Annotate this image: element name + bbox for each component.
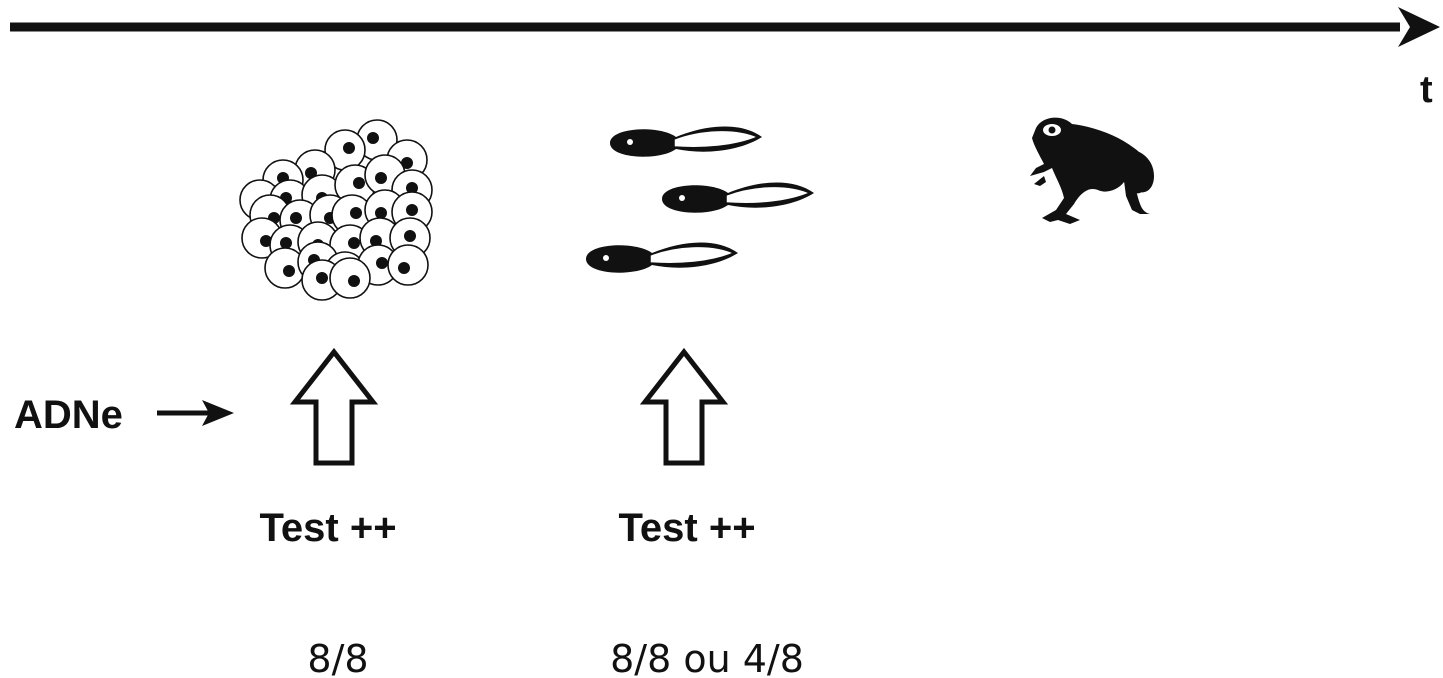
- egg-embryo-icon: [370, 235, 382, 247]
- egg-embryo-icon: [316, 272, 328, 284]
- test-arrow-eggs-icon: [289, 347, 379, 466]
- egg-embryo-icon: [406, 182, 418, 194]
- egg-embryo-icon: [375, 172, 387, 184]
- egg-embryo-icon: [375, 207, 387, 219]
- egg-embryo-icon: [376, 257, 388, 269]
- time-axis-label: t: [1420, 69, 1433, 111]
- egg-embryo-icon: [348, 275, 360, 287]
- result-eggs: 8/8: [307, 637, 368, 678]
- egg-embryo-icon: [406, 204, 418, 216]
- egg-embryo-icon: [401, 157, 413, 169]
- edna-arrow-head-icon: [202, 400, 234, 426]
- edna-label: ADNe: [14, 393, 123, 437]
- egg-embryo-icon: [283, 265, 295, 277]
- egg-embryo-icon: [404, 230, 416, 242]
- edna-indicator: ADNe: [14, 393, 234, 437]
- test-label-tadpoles: Test ++: [618, 506, 755, 550]
- test-arrow-tadpoles-icon: [639, 347, 729, 466]
- tadpole-icon: [586, 242, 738, 273]
- time-axis-arrowhead-icon: [1398, 7, 1440, 47]
- tadpole-icon: [610, 126, 762, 157]
- egg-embryo-icon: [280, 237, 292, 249]
- egg-embryo-icon: [398, 262, 410, 274]
- tadpole-icon: [662, 182, 814, 213]
- frog-icon: [1030, 117, 1154, 224]
- frog-eggs-icon: [239, 119, 433, 301]
- egg-embryo-icon: [348, 237, 360, 249]
- egg-embryo-icon: [290, 212, 302, 224]
- egg-embryo-icon: [353, 177, 365, 189]
- test-label-eggs: Test ++: [259, 506, 396, 550]
- egg-embryo-icon: [350, 207, 362, 219]
- time-axis: t: [10, 7, 1440, 111]
- result-tadpoles: 8/8 ou 4/8: [610, 637, 804, 678]
- egg-embryo-icon: [343, 142, 355, 154]
- tadpoles-icon: [586, 126, 814, 273]
- egg-embryo-icon: [260, 235, 272, 247]
- egg-embryo-icon: [367, 132, 379, 144]
